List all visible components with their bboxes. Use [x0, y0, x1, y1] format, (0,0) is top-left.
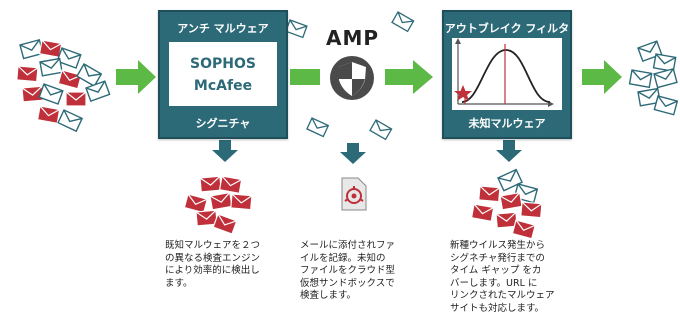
outbreak-box: アウトブレイク フィルタ 未知マルウェア	[442, 10, 572, 139]
desc-line: の異なる検査エンジン	[165, 252, 261, 264]
desc-line: 新種ウイルス発生から	[450, 240, 546, 251]
desc-line: 検査します。	[300, 290, 357, 301]
blocked-mail-cluster	[183, 175, 253, 235]
outbreak-mail-cluster	[470, 168, 543, 240]
outbreak-footer: 未知マルウェア	[468, 117, 546, 130]
flow-arrow-2	[290, 60, 433, 94]
incoming-mail-cluster	[16, 39, 111, 132]
antivirus-box: アンチ マルウェア SOPHOS McAfee シグニチャ	[158, 10, 288, 139]
down-arrow-1	[212, 140, 238, 162]
down-arrow-3	[496, 140, 522, 162]
desc-line: シグネチャ発行までの	[450, 252, 545, 264]
desc-line: 仮想サンドボックスで	[300, 277, 395, 289]
flow-arrow-3	[582, 60, 622, 94]
outbreak-description: 新種ウイルス発生から シグネチャ発行までの タイム ギャップ をカ バーします。…	[450, 240, 555, 315]
flow-arrow-1	[116, 60, 156, 94]
desc-line: サイトも対応します。	[450, 302, 545, 314]
antivirus-footer: シグニチャ	[195, 117, 251, 130]
desc-line: 既知マルウェアを２つ	[165, 240, 261, 251]
amp-label: AMP	[326, 26, 380, 50]
desc-line: により効率的に検出し	[165, 265, 260, 276]
sandbox-file-icon	[341, 177, 367, 211]
outbreak-title: アウトブレイク フィルタ	[444, 22, 570, 35]
down-arrow-2	[340, 143, 366, 164]
engine-sophos: SOPHOS	[190, 56, 256, 72]
amp-shield-icon	[330, 56, 374, 100]
outbreak-chart-panel	[452, 38, 562, 110]
desc-line: メールに添付されファ	[300, 240, 396, 251]
delivered-mail-cluster	[628, 40, 679, 116]
amp-description: メールに添付されファ イルを記録。未知の ファイルをクラウド型 仮想サンドボック…	[300, 240, 395, 303]
desc-line: タイム ギャップ をカ	[450, 265, 542, 276]
desc-line: バーします。URL に	[450, 277, 538, 289]
desc-line: ファイルをクラウド型	[300, 265, 396, 276]
engine-mcafee: McAfee	[193, 78, 253, 94]
desc-line: イルを記録。未知の	[300, 252, 386, 264]
desc-line: ます。	[165, 277, 193, 289]
engine-panel: SOPHOS McAfee	[169, 42, 277, 106]
antivirus-title: アンチ マルウェア	[177, 22, 269, 35]
desc-line: リンクされたマルウェア	[450, 290, 555, 301]
antivirus-description: 既知マルウェアを２つ の異なる検査エンジン により効率的に検出し ます。	[165, 240, 260, 290]
